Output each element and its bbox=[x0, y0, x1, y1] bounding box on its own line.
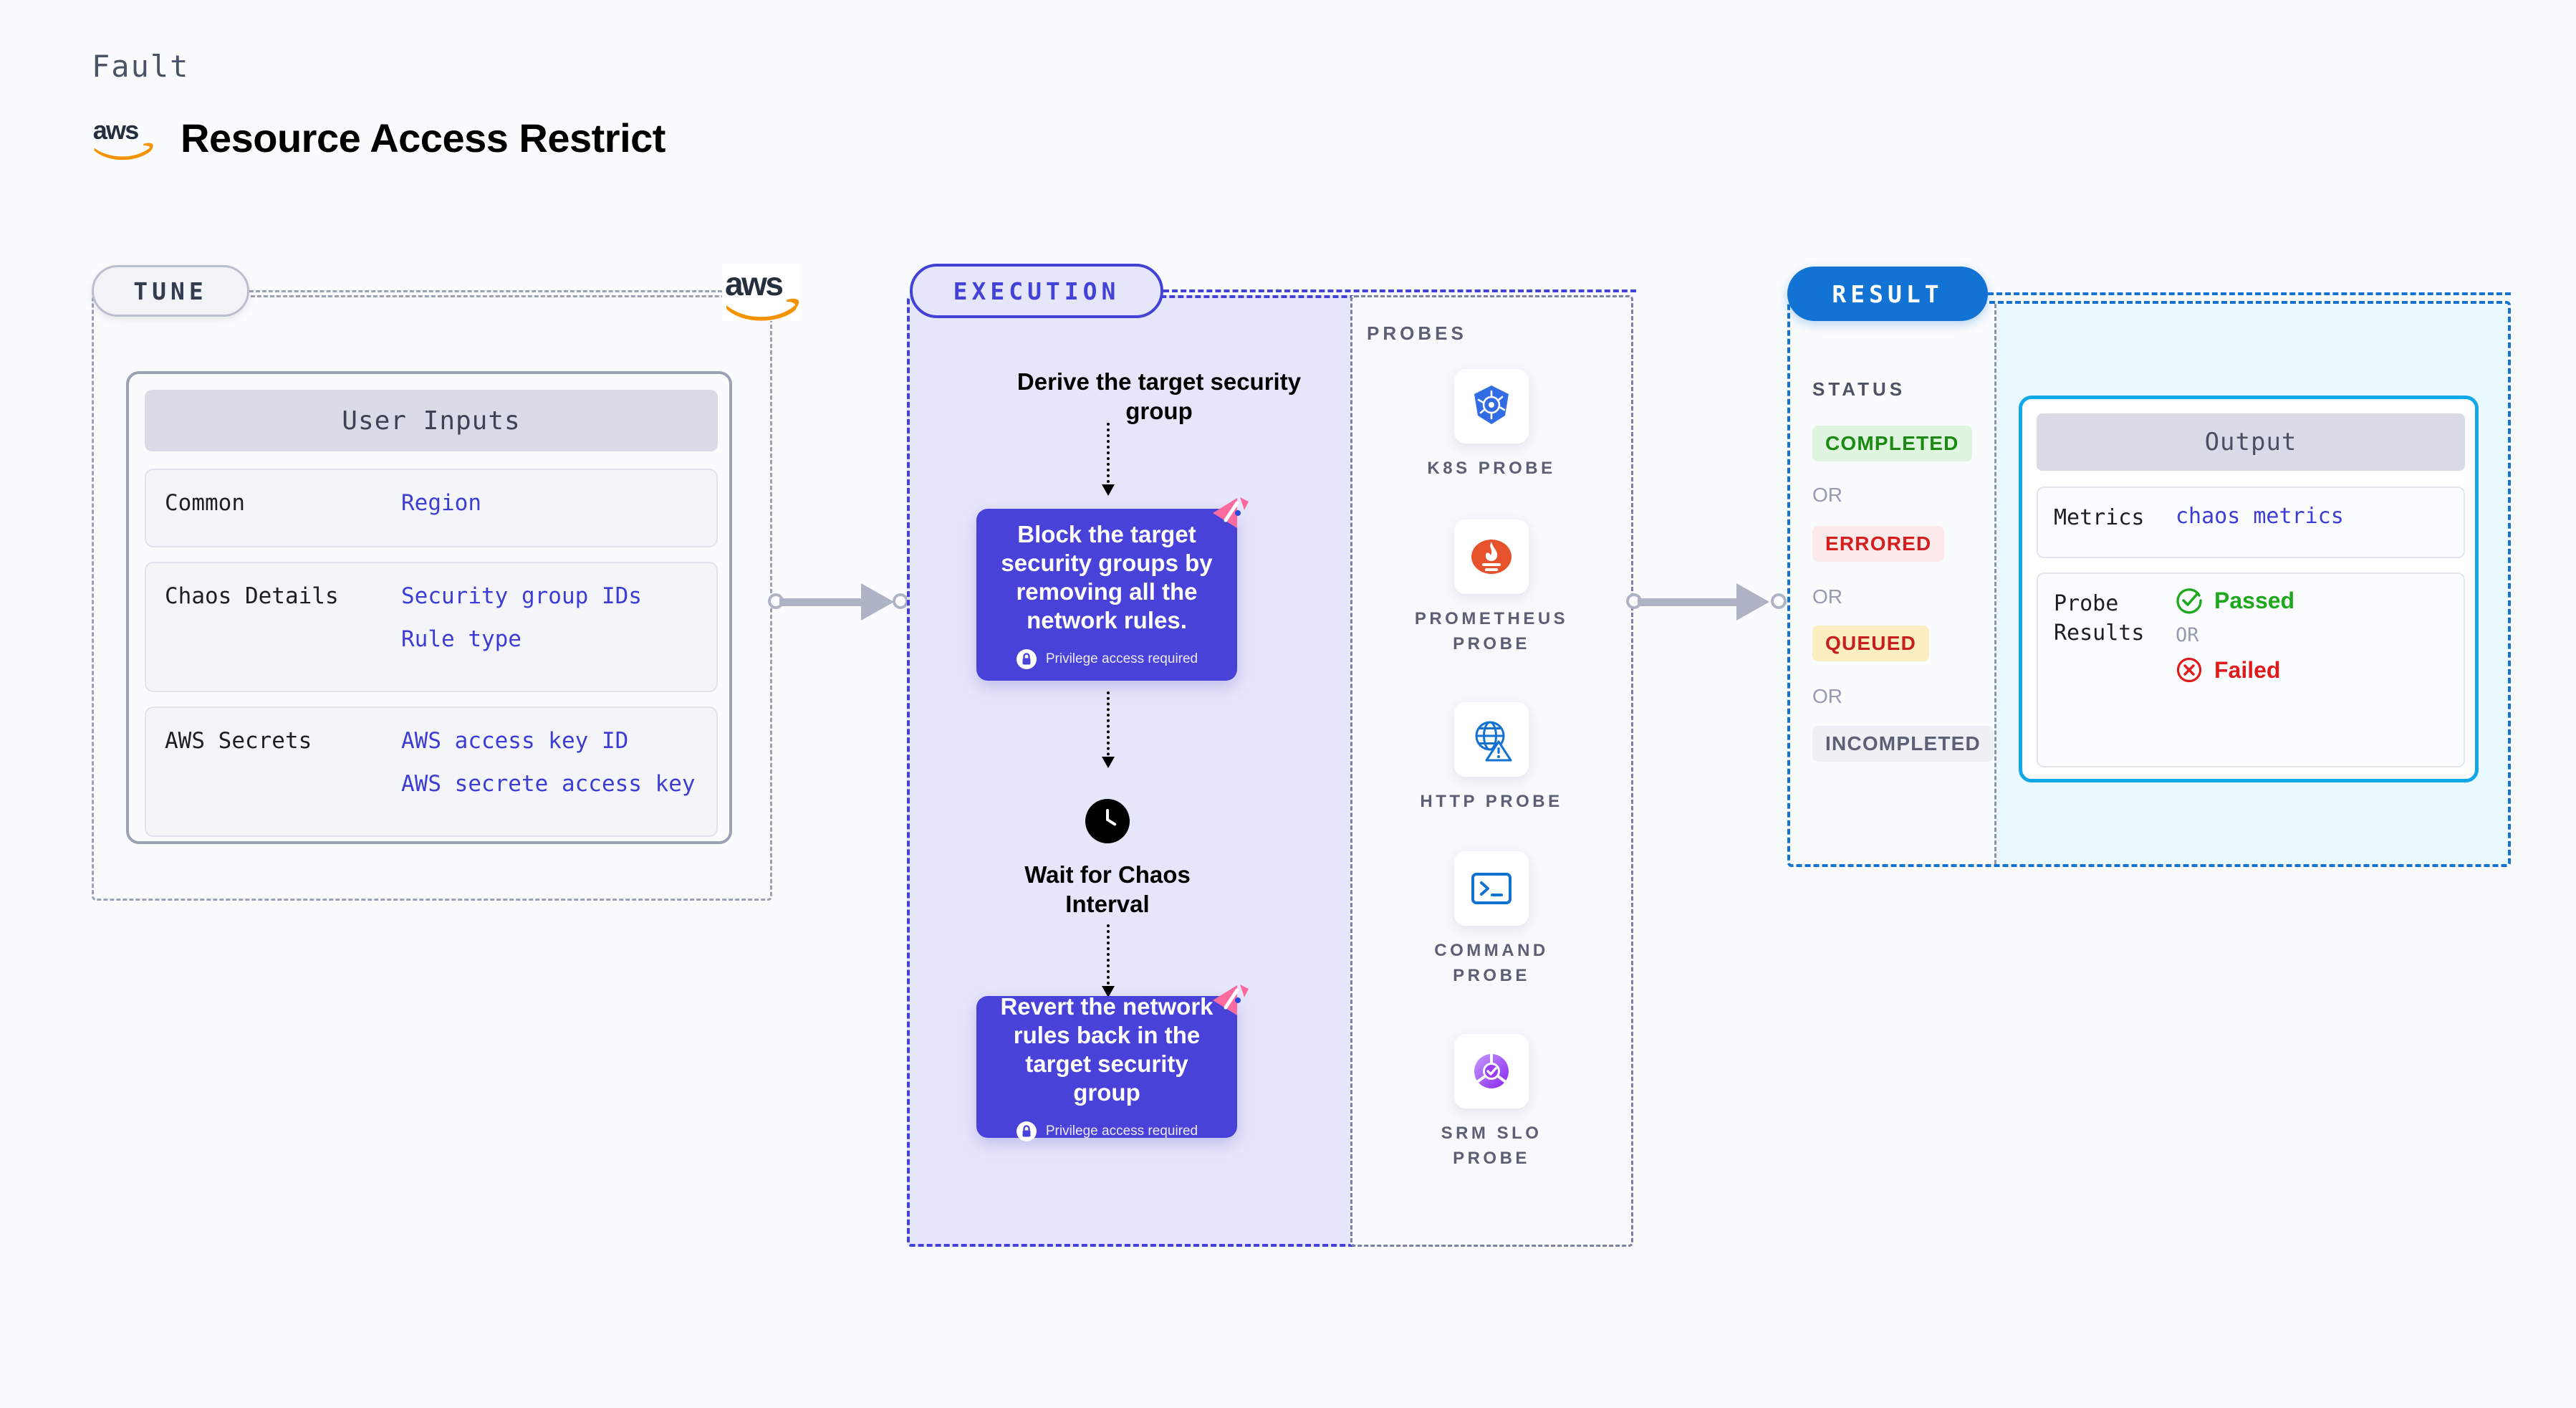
metrics-value: chaos metrics bbox=[2176, 504, 2344, 529]
user-inputs-heading: User Inputs bbox=[145, 390, 718, 451]
status-badge-incompleted: INCOMPLETED bbox=[1812, 726, 1994, 762]
probe-result-failed: Failed bbox=[2176, 656, 2294, 684]
terminal-icon bbox=[1454, 851, 1529, 926]
probe-prometheus[interactable]: PROMETHEUS PROBE bbox=[1409, 519, 1574, 657]
tune-value: Region bbox=[401, 490, 481, 516]
clock-icon bbox=[1085, 799, 1130, 843]
result-top-divider bbox=[1988, 292, 2511, 295]
aws-logo-icon: aws bbox=[92, 115, 156, 161]
page-title-row: aws Resource Access Restrict bbox=[92, 115, 666, 161]
result-pill[interactable]: RESULT bbox=[1787, 267, 1988, 321]
execution-action-block[interactable]: Block the target security groups by remo… bbox=[976, 497, 1249, 681]
tune-value: AWS secrete access key bbox=[401, 771, 696, 798]
lock-icon bbox=[1016, 648, 1037, 669]
tune-row-common: Common Region bbox=[145, 469, 718, 547]
execution-pill[interactable]: EXECUTION bbox=[910, 264, 1163, 318]
execution-step-derive-title: Derive the target security group bbox=[1017, 368, 1302, 425]
result-panel bbox=[1787, 301, 2511, 867]
or-label: OR bbox=[1812, 484, 1842, 506]
check-circle-icon bbox=[2176, 588, 2202, 614]
probe-label: HTTP PROBE bbox=[1420, 792, 1563, 811]
privilege-note: Privilege access required bbox=[1016, 648, 1198, 670]
srm-slo-icon bbox=[1454, 1034, 1529, 1108]
result-divider bbox=[1994, 304, 1996, 864]
connector-tune-to-execution bbox=[768, 580, 911, 623]
execution-action-revert[interactable]: Revert the network rules back in the tar… bbox=[976, 985, 1249, 1141]
tune-value: Rule type bbox=[401, 626, 522, 653]
tune-value: AWS access key ID bbox=[401, 728, 629, 754]
x-circle-icon bbox=[2176, 657, 2202, 683]
connector-arrowhead bbox=[861, 583, 894, 621]
harness-logo-icon bbox=[1208, 494, 1249, 532]
flow-arrow-1 bbox=[1102, 423, 1115, 496]
probe-label: COMMAND PROBE bbox=[1434, 941, 1549, 985]
status-badge-queued: QUEUED bbox=[1812, 626, 1929, 661]
status-badge-completed: COMPLETED bbox=[1812, 426, 1972, 461]
or-label: OR bbox=[1812, 685, 1842, 707]
connector-line bbox=[779, 598, 865, 606]
execution-divider bbox=[1163, 289, 1636, 292]
probe-srm-slo[interactable]: SRM SLO PROBE bbox=[1409, 1034, 1574, 1172]
user-inputs-card: User Inputs Common Region Chaos Details … bbox=[126, 371, 732, 844]
execution-step-wait-title: Wait for Chaos Interval bbox=[1024, 861, 1191, 918]
page-title: Resource Access Restrict bbox=[181, 115, 665, 161]
tune-value: Security group IDs bbox=[401, 583, 642, 609]
harness-logo-icon bbox=[1208, 982, 1249, 1019]
fault-eyebrow-label: Fault bbox=[92, 49, 190, 84]
http-globe-warning-icon bbox=[1454, 702, 1529, 777]
probe-command[interactable]: COMMAND PROBE bbox=[1409, 851, 1574, 989]
connector-execution-to-result bbox=[1626, 580, 1794, 623]
flow-arrow-2 bbox=[1102, 691, 1115, 768]
or-label: OR bbox=[1812, 585, 1842, 608]
lock-icon bbox=[1016, 1121, 1037, 1141]
output-card: Output Metrics chaos metrics Probe Resul… bbox=[2019, 396, 2479, 782]
status-label: STATUS bbox=[1812, 378, 1906, 400]
tune-row-chaos-details: Chaos Details Security group IDs Rule ty… bbox=[145, 562, 718, 692]
privilege-note: Privilege access required bbox=[1016, 1121, 1198, 1142]
status-badge-errored: ERRORED bbox=[1812, 526, 1945, 562]
probes-label: PROBES bbox=[1367, 322, 1467, 344]
flow-arrow-3 bbox=[1102, 924, 1115, 997]
tune-divider bbox=[249, 290, 722, 292]
connector-dot-end bbox=[893, 593, 908, 609]
aws-logo-icon: aws bbox=[722, 264, 801, 321]
svg-text:aws: aws bbox=[93, 115, 138, 145]
kubernetes-icon bbox=[1454, 369, 1529, 444]
probe-http[interactable]: HTTP PROBE bbox=[1409, 702, 1574, 815]
prometheus-icon bbox=[1454, 519, 1529, 594]
output-row-probe-results: Probe Results Passed OR Failed bbox=[2037, 573, 2465, 767]
tune-row-aws-secrets: AWS Secrets AWS access key ID AWS secret… bbox=[145, 707, 718, 837]
probe-result-passed: Passed bbox=[2176, 587, 2294, 614]
or-label: OR bbox=[2176, 624, 2199, 646]
connector-arrowhead bbox=[1736, 583, 1769, 621]
probe-label: PROMETHEUS PROBE bbox=[1414, 609, 1569, 653]
output-heading: Output bbox=[2037, 413, 2465, 471]
output-row-metrics: Metrics chaos metrics bbox=[2037, 487, 2465, 558]
probe-k8s[interactable]: K8S PROBE bbox=[1409, 369, 1574, 482]
probe-label: SRM SLO PROBE bbox=[1441, 1124, 1542, 1168]
connector-dot-end bbox=[1771, 593, 1787, 609]
tune-pill[interactable]: TUNE bbox=[92, 265, 249, 317]
probe-label: K8S PROBE bbox=[1427, 459, 1556, 478]
svg-text:aws: aws bbox=[725, 265, 782, 302]
connector-line bbox=[1638, 598, 1741, 606]
